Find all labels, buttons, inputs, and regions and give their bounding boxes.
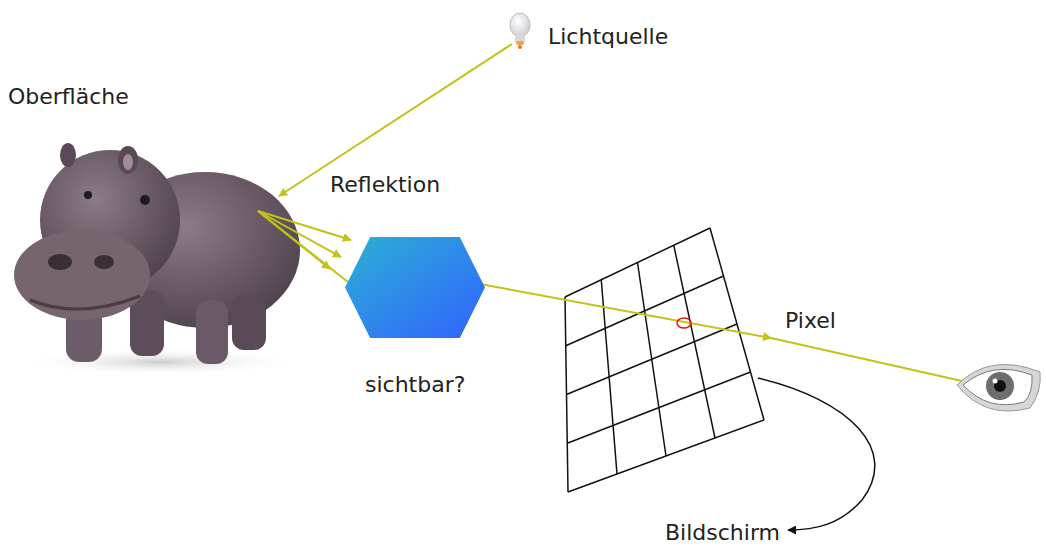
- eye-icon: [957, 364, 1040, 411]
- annotation-label: Reflektion: [330, 172, 440, 198]
- grid-line: [568, 420, 764, 492]
- light-bulb: [510, 13, 530, 49]
- hexagon-shape: [345, 237, 485, 338]
- grid-line: [567, 324, 738, 395]
- grid-line: [674, 245, 715, 438]
- view-ray: [480, 284, 771, 338]
- hexagon-node: sichtbar?: [345, 237, 485, 402]
- reflection-rays: [258, 211, 351, 282]
- hippo-illustration: [14, 143, 300, 376]
- annotation-label: Bildschirm: [665, 520, 780, 546]
- screen-grid: [565, 228, 764, 492]
- annotation-label: Oberfläche: [8, 84, 129, 110]
- node-caption: sichtbar?: [365, 372, 465, 398]
- grid-line: [567, 372, 750, 443]
- grid-line: [710, 228, 764, 420]
- pixel-marker: [677, 318, 691, 328]
- view-ray: [771, 338, 962, 381]
- annotation-label: Pixel: [785, 308, 836, 334]
- leader-arrow: [758, 378, 875, 530]
- annotation-label: Lichtquelle: [548, 24, 668, 50]
